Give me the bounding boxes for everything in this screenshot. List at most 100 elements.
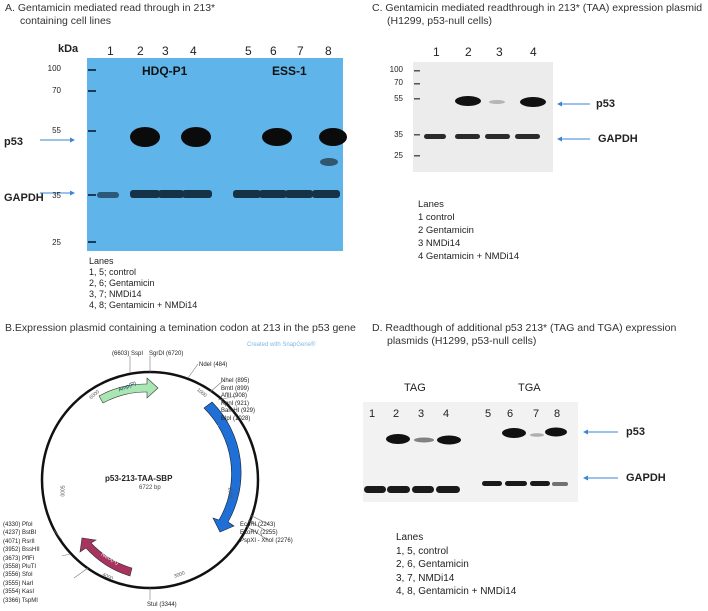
panel-b-plasmid-size: 6722 bp	[139, 485, 161, 491]
panel-a-marker-70: 70	[52, 86, 61, 95]
panel-d-lane-7: 7	[533, 408, 540, 420]
panel-c-lanes-item: 3 NMDi14	[418, 238, 461, 249]
panel-c-lane-2: 2	[465, 45, 472, 59]
panel-c-marker-55: 55	[394, 94, 403, 103]
panel-c-lanes-heading: Lanes	[418, 199, 444, 210]
panel-b-site: EcoRV (2255)	[240, 530, 278, 536]
panel-c-p53-label: p53	[596, 98, 615, 110]
panel-b-site: NheI (895)	[221, 378, 250, 384]
panel-b-site: BlpI (1028)	[221, 415, 251, 422]
panel-d-p53-label: p53	[626, 426, 645, 438]
panel-a-lanes-legend: Lanes 1, 5; control 2, 6; Gentamicin 3, …	[89, 256, 197, 311]
panel-b-site: (3366) TspMI	[3, 597, 38, 604]
panel-d-title-line1: D. Readthough of additional p53 213* (TA…	[372, 322, 677, 334]
panel-c-lanes-item: 1 control	[418, 212, 455, 223]
panel-b-site: (3554) KasI	[3, 589, 35, 596]
panel-d-lane-3: 3	[418, 408, 425, 420]
panel-d-lane-6: 6	[507, 408, 514, 420]
panel-a-p53-label: p53	[4, 136, 23, 148]
panel-d-lanes-item: 3, 7, NMDi14	[396, 572, 455, 584]
panel-b-site-sgrdi: SgrDI (6720)	[149, 351, 184, 357]
panel-c-blot	[413, 62, 553, 172]
panel-a-blot	[87, 58, 343, 251]
panel-b-site: (3556) SfoI	[3, 572, 33, 579]
panel-a-title-line2: containing cell lines	[20, 15, 112, 27]
panel-a-lane-7: 7	[297, 44, 304, 58]
panel-a-lanes-item: 2, 6; Gentamicin	[89, 278, 155, 288]
panel-c-lanes-item: 4 Gentamicin + NMDi14	[418, 251, 520, 262]
panel-a-marker-35: 35	[52, 191, 61, 200]
panel-b-site: AflII (908)	[221, 393, 248, 399]
panel-d-title-line2: plasmids (H1299, p53-null cells)	[387, 335, 537, 347]
panel-d-group-tag: TAG	[404, 382, 426, 394]
panel-c-lanes-legend: Lanes 1 control 2 Gentamicin 3 NMDi14 4 …	[418, 198, 519, 263]
panel-a-group-ess1: ESS-1	[272, 64, 307, 78]
panel-a-lanes-item: 4, 8; Gentamicin + NMDi14	[89, 300, 198, 310]
panel-b-title: B.Expression plasmid containing a temina…	[5, 322, 356, 334]
panel-c-marker-70: 70	[394, 78, 403, 87]
panel-a-lane-2: 2	[137, 44, 144, 58]
panel-d-group-tga: TGA	[518, 382, 541, 394]
panel-a-kda-label: kDa	[58, 43, 79, 55]
panel-a-lane-5: 5	[245, 44, 252, 58]
panel-a-lanes-item: 1, 5; control	[89, 267, 137, 277]
panel-d-lane-1: 1	[369, 408, 376, 420]
panel-b-site: (3555) NarI	[3, 580, 34, 587]
panel-a-title-line1: A. Gentamicin mediated read through in 2…	[5, 2, 216, 14]
panel-b-sites-left: (4330) PfoI (4237) BstBI (4071) RsrII (3…	[3, 521, 40, 605]
panel-b-plasmid-name: p53-213-TAA-SBP	[105, 474, 173, 483]
panel-c-lane-3: 3	[496, 45, 503, 59]
panel-b-site: (3673) PflFI	[3, 555, 35, 562]
panel-a-lane-1: 1	[107, 44, 114, 58]
panel-b-site: (3952) BssHII	[3, 547, 40, 554]
panel-c-lanes-item: 2 Gentamicin	[418, 225, 474, 236]
panel-a-lane-6: 6	[270, 44, 277, 58]
panel-a-lane-3: 3	[162, 44, 169, 58]
panel-d-lanes-heading: Lanes	[396, 532, 424, 543]
panel-a-lane-4: 4	[190, 44, 197, 58]
panel-b-site: (3558) PluTI	[3, 564, 37, 571]
panel-d-lanes-legend: Lanes 1, 5, control 2, 6, Gentamicin 3, …	[396, 531, 516, 599]
panel-c-marker-35: 35	[394, 130, 403, 139]
panel-b-watermark: Created with SnapGene®	[247, 342, 316, 348]
panel-b-site: (4071) RsrII	[3, 538, 35, 545]
panel-d-lanes-item: 4, 8, Gentamicin + NMDi14	[396, 586, 517, 597]
panel-c-marker-25: 25	[394, 151, 403, 160]
panel-b-site: (4330) PfoI	[3, 522, 33, 528]
panel-b-sites-right: NheI (895) BmtI (899) AflII (908) KpnI (…	[221, 378, 255, 423]
panel-c-lane-4: 4	[530, 45, 537, 59]
panel-c-marker-100: 100	[389, 65, 403, 74]
panel-b-site: PspXI - XhoI (2276)	[240, 538, 293, 544]
panel-a-lanes-heading: Lanes	[89, 256, 114, 266]
panel-c-title-line1: C. Gentamicin mediated readthrough in 21…	[372, 2, 703, 14]
panel-c-title-line2: (H1299, p53-null cells)	[387, 15, 493, 27]
panel-b-site: BamHI (929)	[221, 408, 256, 414]
panel-a-group-hdqp1: HDQ-P1	[142, 64, 188, 78]
panel-a-marker-55: 55	[52, 126, 61, 135]
panel-b-site-stui: StuI (3344)	[147, 602, 177, 608]
panel-c-lane-1: 1	[433, 45, 440, 59]
panel-a-lane-8: 8	[325, 44, 332, 58]
panel-a-gapdh-label: GAPDH	[4, 192, 44, 204]
panel-d-gapdh-label: GAPDH	[626, 472, 666, 484]
panel-d-lane-5: 5	[485, 408, 492, 420]
panel-d-lane-8: 8	[554, 408, 561, 420]
panel-b-site-sspi: (6603) SspI	[112, 351, 144, 357]
panel-b-site: KpnI (921)	[221, 400, 250, 407]
panel-a-lanes-item: 3, 7; NMDi14	[89, 289, 142, 299]
panel-c-gapdh-label: GAPDH	[598, 133, 638, 145]
panel-b-site: (4237) BstBI	[3, 530, 37, 537]
panel-b-sites-lower-right: EcoRI (2243) EcoRV (2255) PspXI - XhoI (…	[240, 521, 293, 545]
panel-d-lanes-item: 1, 5, control	[396, 545, 449, 557]
panel-b-site: BmtI (899)	[221, 385, 250, 392]
panel-b-site: EcoRI (2243)	[240, 522, 276, 528]
panel-a-marker-25: 25	[52, 238, 61, 247]
panel-d-lanes-item: 2, 6, Gentamicin	[396, 559, 469, 570]
panel-a-marker-100: 100	[47, 64, 61, 73]
panel-b-site-ndei: NdeI (484)	[199, 362, 228, 368]
panel-d-lane-4: 4	[443, 408, 450, 420]
